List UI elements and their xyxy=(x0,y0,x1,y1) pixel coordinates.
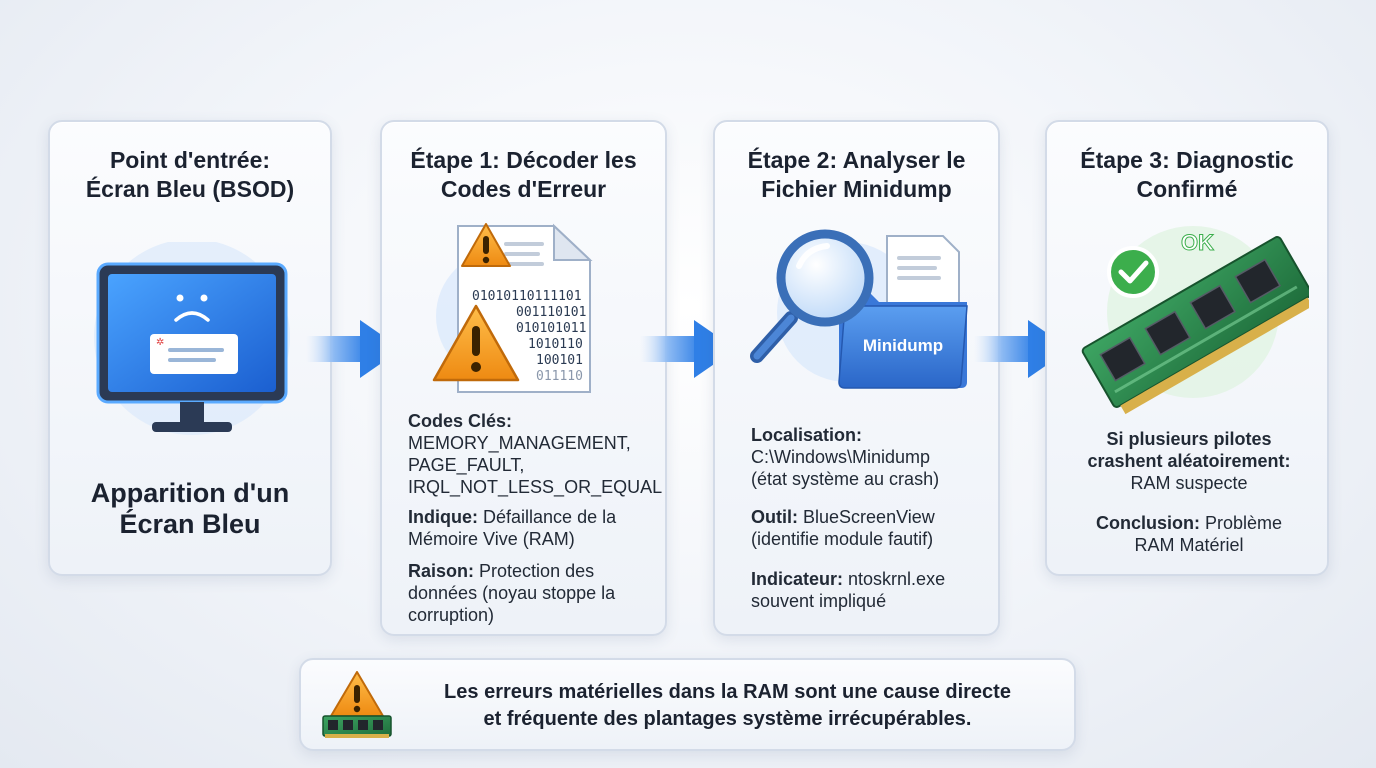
outil-block: Outil: BlueScreenView (identifie module … xyxy=(751,507,935,549)
warning-document-icon: 01010110111101 001110101 010101011 10101… xyxy=(432,223,593,393)
step-title: Point d'entrée: Écran Bleu (BSOD) xyxy=(85,147,295,202)
svg-text:✲: ✲ xyxy=(156,337,164,348)
svg-text:001110101: 001110101 xyxy=(516,305,586,320)
svg-text:OK: OK xyxy=(1181,230,1214,255)
footer-callout: Les erreurs matérielles dans la RAM sont… xyxy=(299,658,1076,751)
step-title: Étape 1: Décoder les Codes d'Erreur xyxy=(410,147,637,202)
step-card-diagnostic: Étape 3: Diagnostic Confirmé OK Si plusi… xyxy=(1045,120,1329,576)
ram-check-icon: OK xyxy=(1081,226,1309,415)
localisation-block: Localisation: C:\Windows\Minidump (état … xyxy=(751,425,940,489)
raison-block: Raison: Protection des données (noyau st… xyxy=(408,561,616,625)
footer-message: Les erreurs matérielles dans la RAM sont… xyxy=(444,681,1011,730)
step-card-entry: Point d'entrée: Écran Bleu (BSOD) ✲ Appa… xyxy=(48,120,332,576)
svg-text:Minidump: Minidump xyxy=(863,336,943,355)
svg-text:010101011: 010101011 xyxy=(516,321,586,336)
step-card-minidump: Étape 2: Analyser le Fichier Minidump Mi… xyxy=(713,120,1000,636)
svg-text:01010110111101: 01010110111101 xyxy=(472,289,582,304)
conclusion-block: Conclusion: Problème RAM Matériel xyxy=(1095,513,1283,555)
magnifier-folder-icon: Minidump xyxy=(750,229,968,389)
svg-text:100101: 100101 xyxy=(536,353,583,368)
sad-monitor-icon: ✲ xyxy=(94,242,290,435)
step-title: Étape 2: Analyser le Fichier Minidump xyxy=(747,147,966,202)
indique-block: Indique: Défaillance de la Mémoire Vive … xyxy=(408,507,617,549)
warning-ram-icon xyxy=(322,671,392,738)
condition-block: Si plusieurs pilotes crashent aléatoirem… xyxy=(1087,429,1291,493)
step-title: Étape 3: Diagnostic Confirmé xyxy=(1080,147,1294,202)
codes-block: Codes Clés: MEMORY_MANAGEMENT, PAGE_FAUL… xyxy=(408,411,663,497)
indicateur-block: Indicateur: ntoskrnl.exe souvent impliqu… xyxy=(751,569,946,611)
step-summary: Apparition d'un Écran Bleu xyxy=(90,478,290,539)
step-card-decode: Étape 1: Décoder les Codes d'Erreur 0101… xyxy=(380,120,667,636)
svg-text:1010110: 1010110 xyxy=(528,337,583,352)
svg-text:011110: 011110 xyxy=(536,369,583,384)
